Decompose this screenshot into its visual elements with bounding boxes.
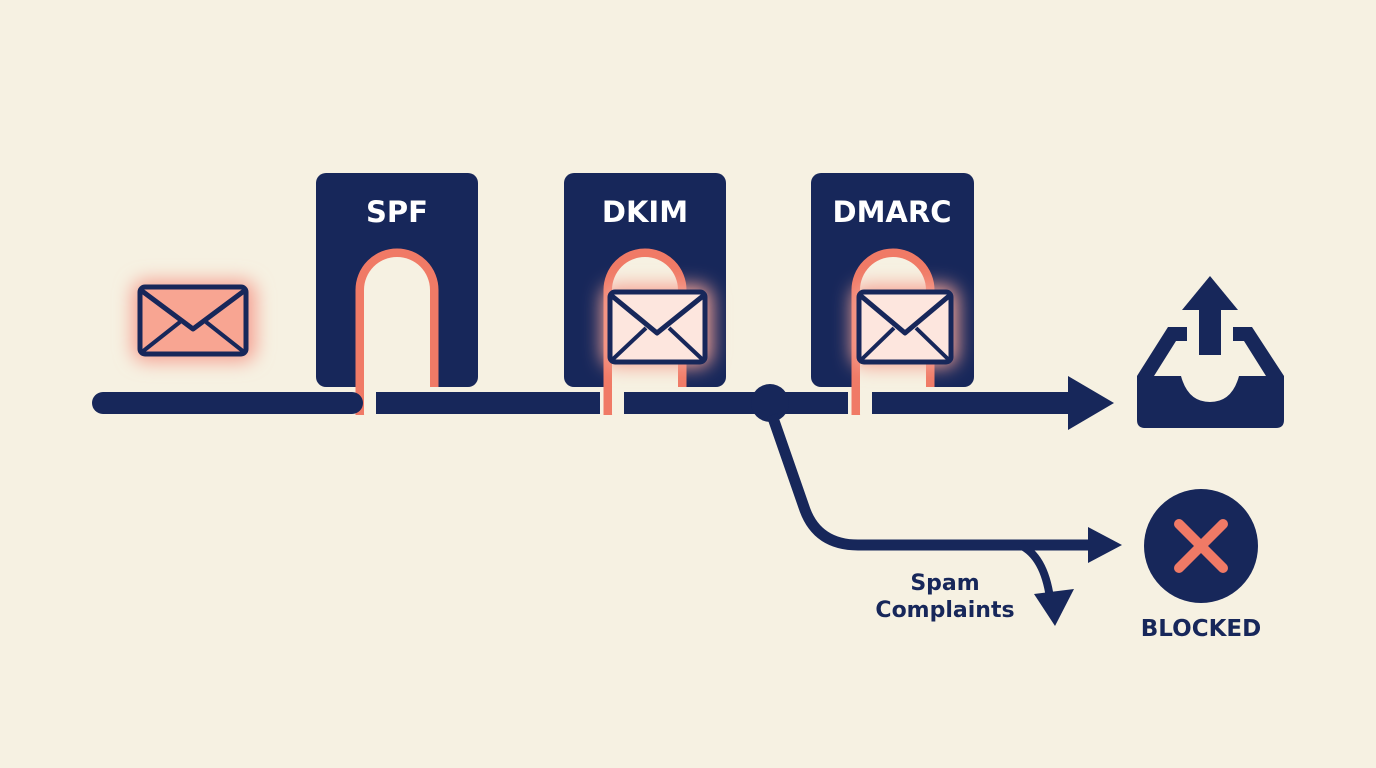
gate-spf: SPF — [316, 173, 478, 415]
gate-spf-opening — [364, 257, 430, 415]
x-circle-icon — [1144, 489, 1258, 603]
spam-branch-line — [1018, 541, 1054, 599]
spam-label-line2: Complaints — [875, 598, 1014, 623]
envelope-icon — [602, 285, 712, 367]
spam-label-line1: Spam — [910, 571, 979, 596]
junction-node — [751, 384, 789, 422]
reject-branch-line — [766, 413, 1090, 551]
gate-spf-arch — [355, 248, 439, 415]
spam-arrow-head — [1034, 589, 1074, 626]
gate-dkim-label: DKIM — [602, 195, 688, 229]
inbox-upload-icon — [1137, 276, 1284, 428]
gate-spf-label: SPF — [366, 195, 428, 229]
gate-dmarc-label: DMARC — [833, 195, 952, 229]
envelope-icon — [852, 285, 958, 367]
gate-dmarc-arch — [851, 248, 935, 415]
blocked-arrow-head — [1088, 527, 1122, 563]
gate-dkim-arch — [603, 248, 687, 415]
envelope-icon — [132, 280, 256, 362]
inbox-arrow-head — [1068, 376, 1114, 430]
blocked-label: BLOCKED — [1141, 616, 1261, 642]
